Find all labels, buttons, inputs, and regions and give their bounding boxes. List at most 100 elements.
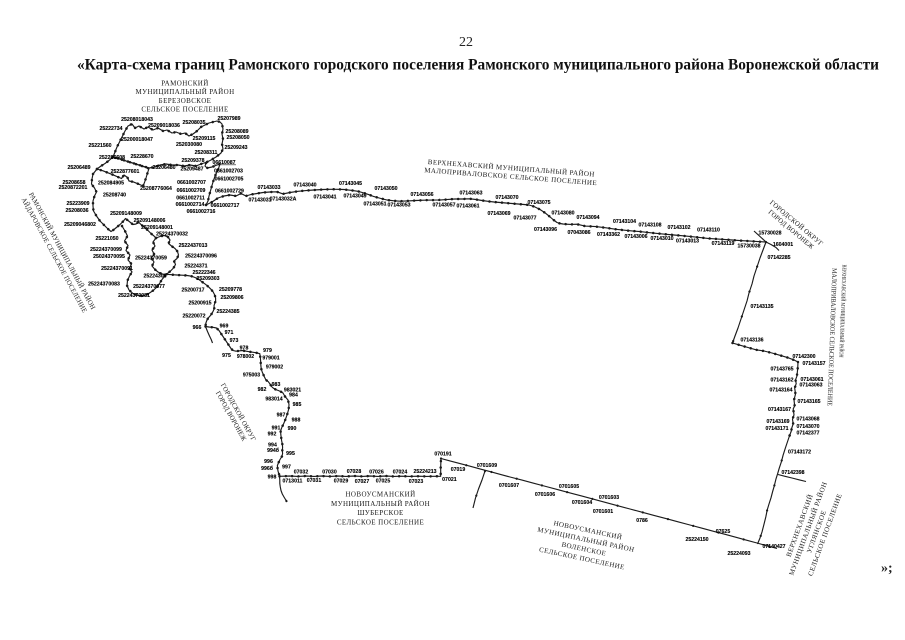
svg-text:0661002705: 0661002705	[215, 176, 244, 182]
svg-text:07143169: 07143169	[766, 419, 789, 425]
svg-text:25208776064: 25208776064	[140, 186, 172, 192]
svg-text:25224370091: 25224370091	[101, 266, 133, 272]
svg-text:25224308: 25224308	[143, 273, 166, 279]
svg-text:966: 966	[193, 325, 202, 331]
svg-text:07026: 07026	[369, 469, 384, 475]
svg-text:982: 982	[258, 387, 267, 393]
svg-text:25224213: 25224213	[413, 469, 436, 475]
svg-text:0661002711: 0661002711	[176, 195, 205, 201]
svg-text:07143070: 07143070	[495, 195, 518, 201]
svg-text:25208036: 25208036	[65, 208, 88, 214]
svg-text:»;: »;	[881, 561, 893, 576]
svg-text:25209487: 25209487	[180, 166, 203, 172]
svg-text:07143096: 07143096	[534, 227, 557, 233]
svg-text:07143045: 07143045	[339, 181, 362, 187]
svg-text:25208311: 25208311	[195, 150, 218, 156]
svg-text:994: 994	[268, 443, 277, 449]
svg-text:25209378: 25209378	[181, 158, 204, 164]
svg-text:25224370032: 25224370032	[156, 231, 188, 237]
svg-text:992: 992	[268, 431, 277, 437]
svg-text:25206489: 25206489	[67, 165, 90, 171]
svg-text:07043086: 07043086	[567, 230, 590, 236]
svg-text:25223909: 25223909	[66, 201, 89, 207]
svg-text:1604001: 1604001	[773, 242, 793, 248]
svg-text:07143010: 07143010	[650, 236, 673, 242]
svg-text:07143057: 07143057	[432, 203, 455, 209]
svg-text:252084905: 252084905	[98, 180, 124, 186]
svg-text:07143164: 07143164	[769, 387, 792, 393]
svg-text:07031: 07031	[307, 478, 322, 484]
svg-text:2522877601: 2522877601	[111, 169, 140, 175]
svg-text:07143104: 07143104	[613, 219, 636, 225]
svg-text:25209115: 25209115	[193, 136, 216, 142]
svg-text:25209018036: 25209018036	[148, 123, 180, 129]
svg-text:07024: 07024	[393, 469, 408, 475]
svg-text:0661002714: 0661002714	[176, 202, 205, 208]
svg-text:25206480: 25206480	[152, 165, 175, 171]
svg-text:07143061: 07143061	[456, 203, 479, 209]
svg-text:25221050: 25221050	[95, 236, 118, 242]
svg-text:2520872201: 2520872201	[59, 185, 88, 191]
svg-text:25209806: 25209806	[220, 295, 243, 301]
svg-text:22: 22	[459, 35, 473, 50]
svg-text:07029: 07029	[334, 479, 349, 485]
svg-text:07143070: 07143070	[796, 424, 819, 430]
svg-text:07028: 07028	[347, 469, 362, 475]
svg-text:0661002716: 0661002716	[187, 209, 216, 215]
svg-text:978002: 978002	[237, 354, 254, 360]
svg-text:0661002707: 0661002707	[177, 180, 206, 186]
svg-text:07143157: 07143157	[802, 361, 825, 367]
svg-text:«Карта-схема границ Рамонского: «Карта-схема границ Рамонского городског…	[77, 57, 879, 74]
svg-text:15730028: 15730028	[758, 230, 781, 236]
svg-text:07625: 07625	[716, 529, 731, 535]
svg-text:25220072: 25220072	[182, 313, 205, 319]
svg-text:07142377: 07142377	[796, 430, 819, 436]
svg-text:991: 991	[272, 425, 281, 431]
svg-text:25209148001: 25209148001	[141, 225, 173, 231]
svg-text:07143167: 07143167	[768, 407, 791, 413]
svg-text:25222346: 25222346	[192, 270, 215, 276]
svg-text:07025: 07025	[376, 479, 391, 485]
svg-text:0713011: 0713011	[283, 478, 303, 484]
svg-text:978: 978	[240, 345, 249, 351]
svg-text:983014: 983014	[265, 396, 282, 402]
svg-text:07143172: 07143172	[788, 449, 811, 455]
svg-text:25024370095: 25024370095	[93, 254, 125, 260]
svg-text:07143110: 07143110	[697, 227, 720, 233]
svg-text:25224371: 25224371	[184, 263, 207, 269]
svg-text:25200018047: 25200018047	[121, 137, 153, 143]
svg-text:25208740: 25208740	[103, 192, 126, 198]
svg-text:07143033: 07143033	[257, 185, 280, 191]
svg-text:25224370099: 25224370099	[90, 247, 122, 253]
svg-text:25209778: 25209778	[219, 287, 242, 293]
svg-text:07143041: 07143041	[313, 194, 336, 200]
svg-text:998: 998	[268, 474, 277, 480]
svg-text:07143765: 07143765	[770, 366, 793, 372]
svg-text:07030: 07030	[322, 469, 337, 475]
svg-text:07143050: 07143050	[374, 186, 397, 192]
svg-text:СЕЛЬСКОЕ ПОСЕЛЕНИЕ: СЕЛЬСКОЕ ПОСЕЛЕНИЕ	[141, 106, 228, 114]
svg-text:971: 971	[225, 330, 234, 336]
svg-text:983021: 983021	[284, 387, 301, 393]
svg-text:25224370059: 25224370059	[135, 255, 167, 261]
svg-text:07142398: 07142398	[781, 470, 804, 476]
svg-text:25221560: 25221560	[88, 143, 111, 149]
svg-text:07027: 07027	[355, 479, 370, 485]
svg-text:990: 990	[288, 426, 297, 432]
svg-text:25208658: 25208658	[62, 180, 85, 186]
svg-text:25208050: 25208050	[226, 135, 249, 141]
svg-text:25224385: 25224385	[216, 309, 239, 315]
svg-text:984: 984	[289, 392, 298, 398]
svg-text:0661002703: 0661002703	[214, 168, 243, 174]
svg-text:995: 995	[286, 451, 295, 457]
svg-text:0661002729: 0661002729	[215, 188, 244, 194]
svg-text:0701609: 0701609	[477, 463, 497, 469]
svg-text:СЕЛЬСКОЕ ПОСЕЛЕНИЕ: СЕЛЬСКОЕ ПОСЕЛЕНИЕ	[337, 519, 424, 527]
svg-text:07143056: 07143056	[410, 192, 433, 198]
svg-text:979002: 979002	[266, 364, 283, 370]
svg-text:997: 997	[282, 464, 291, 470]
svg-text:07143006: 07143006	[624, 234, 647, 240]
svg-text:НОВОУСМАНСКИЙ: НОВОУСМАНСКИЙ	[345, 490, 415, 498]
svg-text:252030080: 252030080	[176, 142, 202, 148]
svg-text:0786: 0786	[636, 518, 648, 524]
